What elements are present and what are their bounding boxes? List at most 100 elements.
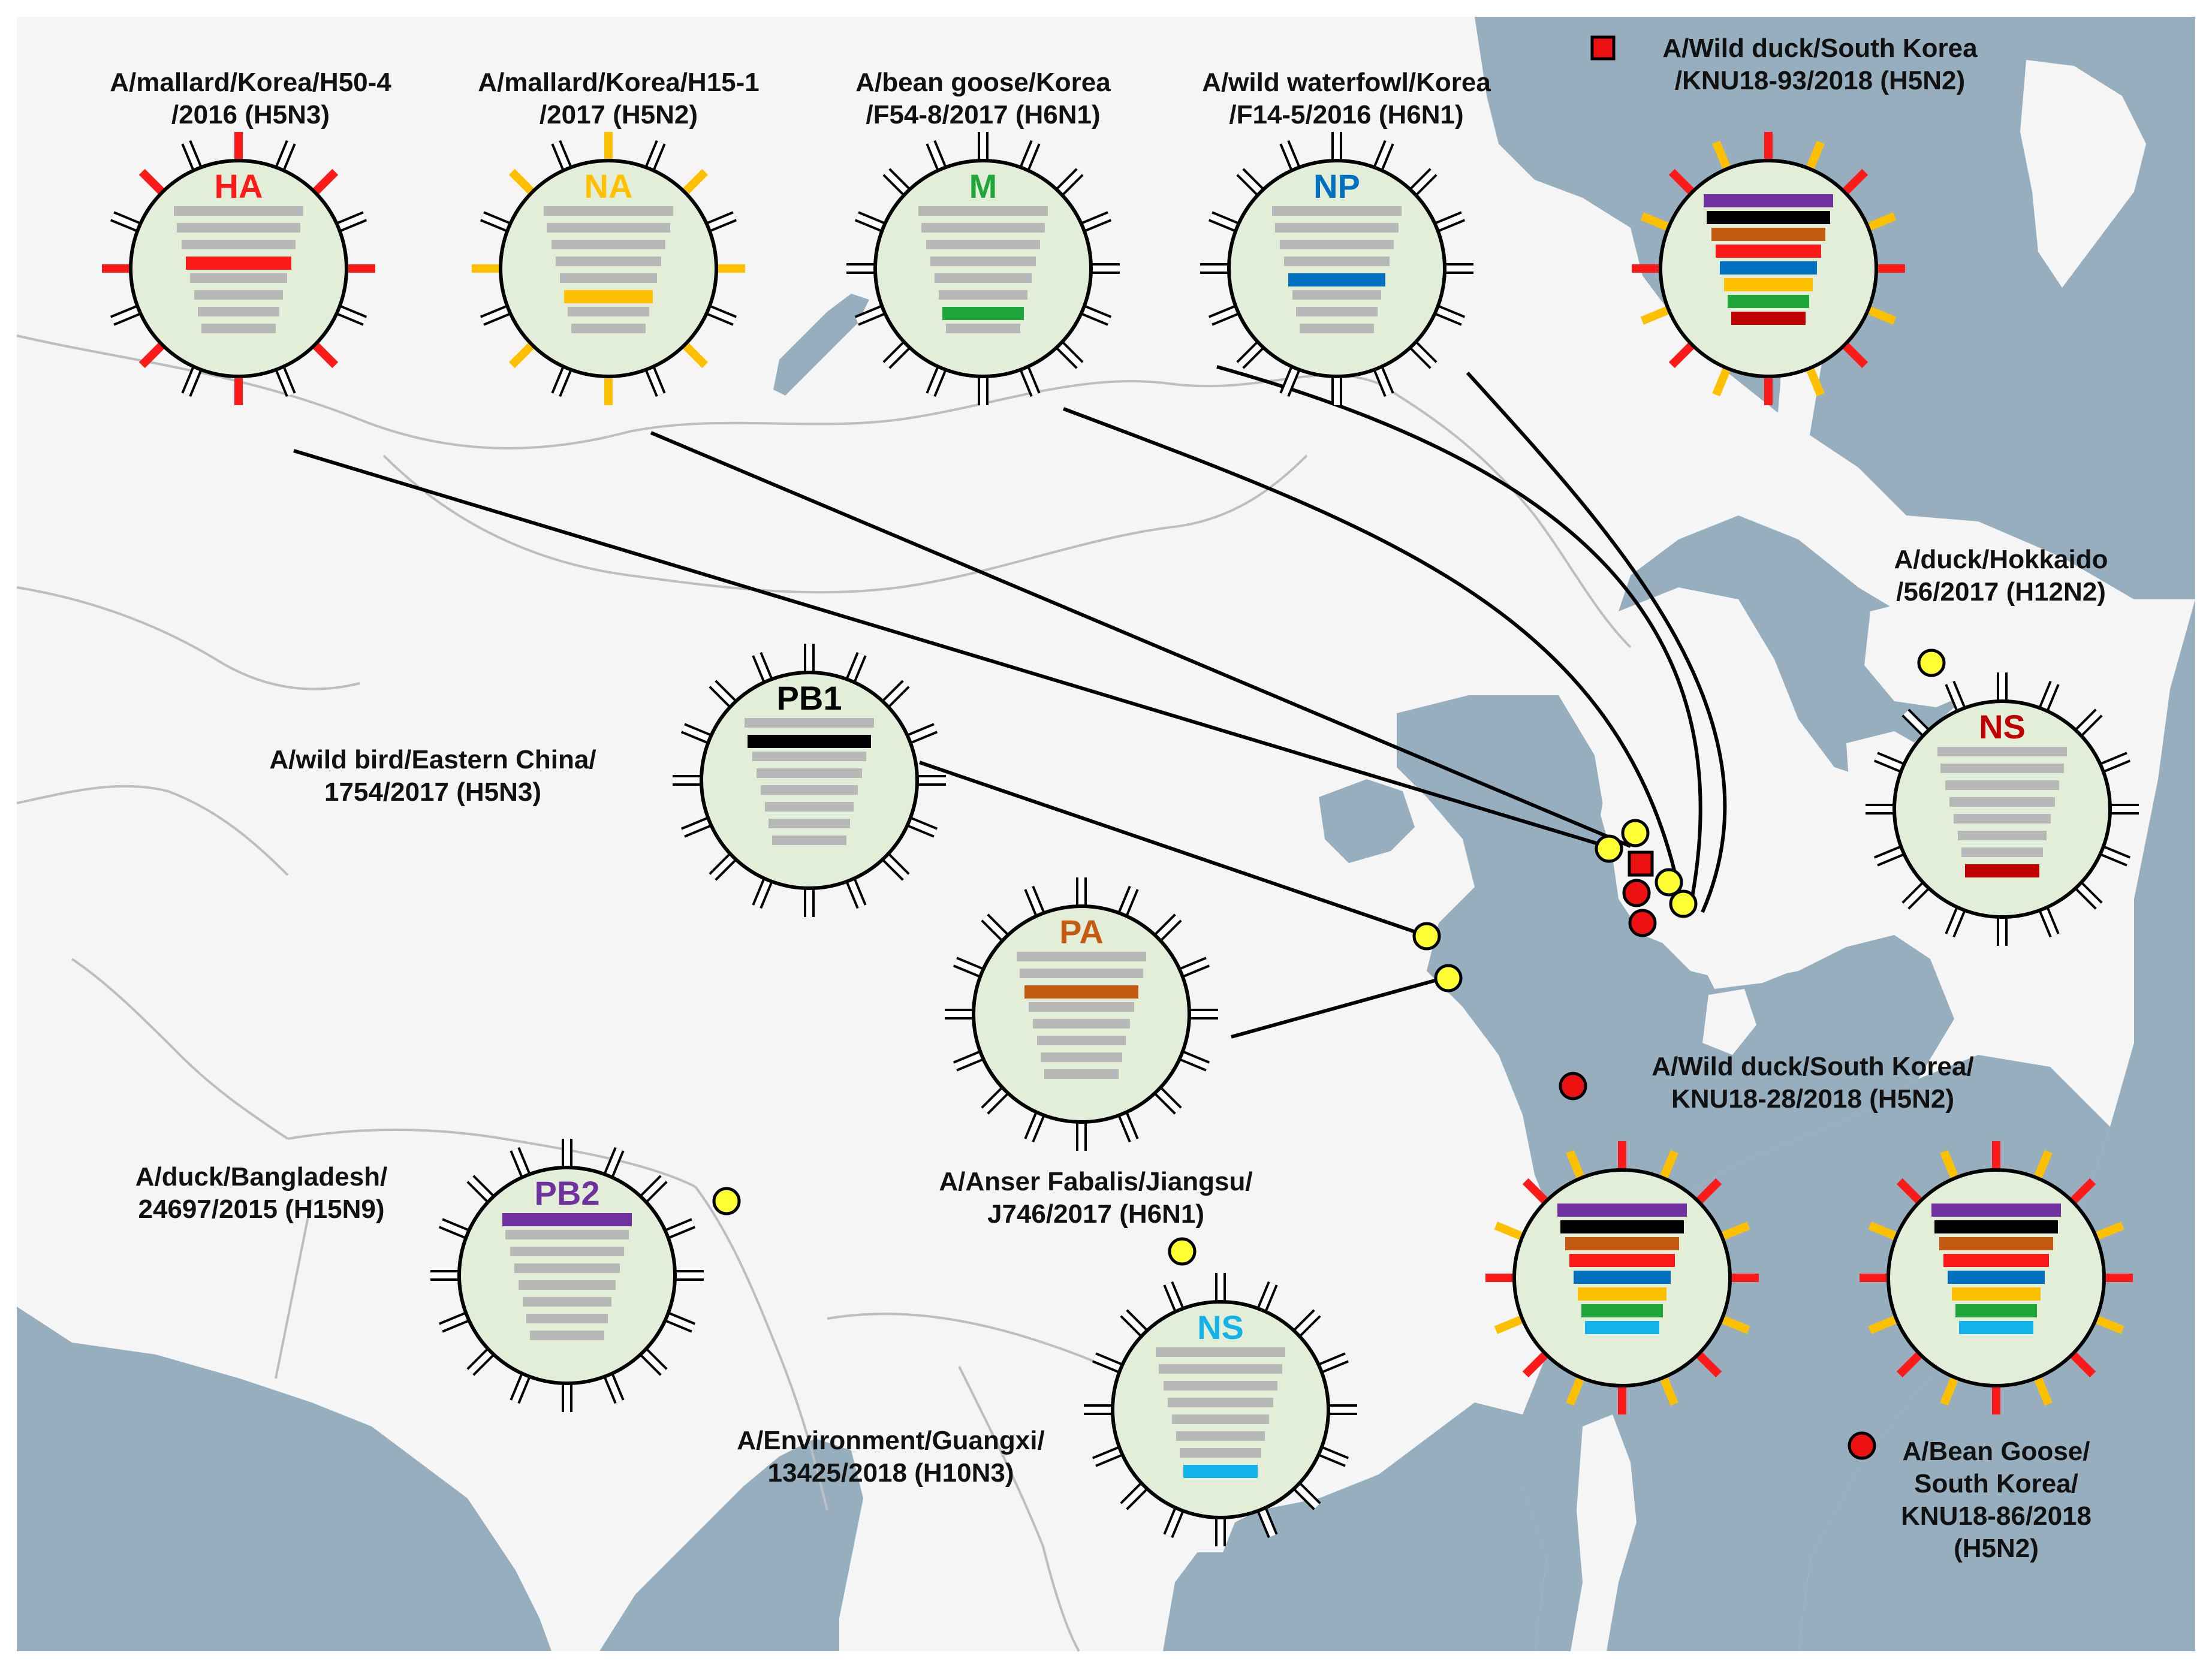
segment-bar-ns: [946, 324, 1020, 333]
spike: [508, 340, 537, 369]
virion-knu93: [1632, 132, 1905, 405]
segment-bar-ha: [1029, 1002, 1134, 1012]
spike: [1316, 1355, 1348, 1373]
spike: [1258, 1282, 1276, 1314]
spike: [1409, 170, 1436, 197]
dot-guangxi: [1168, 1237, 1197, 1266]
strain-label-na: A/mallard/Korea/H15-1/2017 (H5N2): [478, 68, 760, 129]
spike: [1693, 1178, 1722, 1206]
spike: [1494, 1314, 1527, 1334]
segment-bar-na: [564, 290, 653, 303]
segment-bar-pb2: [1704, 194, 1833, 207]
sea-japan-yellow: [1619, 515, 1978, 779]
spike: [1940, 1373, 1960, 1406]
spike: [646, 141, 664, 173]
strain-label-line: /F54-8/2017 (H6N1): [866, 100, 1100, 129]
segment-bar-m: [1180, 1448, 1261, 1458]
segment-label: NA: [584, 167, 633, 205]
segment-bar-pb1: [1940, 764, 2064, 773]
spike: [111, 306, 143, 324]
strain-label-pb1: A/wild bird/Eastern China/1754/2017 (H5N…: [269, 745, 596, 807]
segment-bar-pb1: [1159, 1364, 1282, 1374]
dot-hokkaido: [1917, 649, 1946, 677]
strain-label-knu86: A/Bean Goose/South Korea/KNU18-86/2018(H…: [1901, 1437, 2092, 1563]
spike: [881, 681, 908, 708]
segment-bar-pa: [926, 240, 1040, 249]
segment-bar-ns: [1965, 864, 2039, 877]
segment-bar-m: [1581, 1304, 1663, 1317]
strain-label-pb2: A/duck/Bangladesh/24697/2015 (H15N9): [135, 1162, 388, 1224]
dot-korea-3: [1655, 868, 1683, 897]
spike: [2039, 905, 2057, 937]
spike: [1864, 304, 1897, 325]
strain-label-line: 1754/2017 (H5N3): [324, 777, 541, 807]
spike: [639, 1347, 666, 1374]
segment-bar-ns: [1959, 1321, 2033, 1334]
spike: [1153, 1086, 1180, 1113]
spike: [334, 213, 366, 231]
spike: [710, 681, 737, 708]
line-np: [1216, 365, 1702, 907]
dot-bangladesh: [712, 1187, 741, 1215]
segment-bar-na: [1952, 1287, 2041, 1301]
strain-label-line: A/bean goose/Korea: [855, 68, 1111, 97]
sea-yellow: [1397, 695, 1954, 1271]
segment-bar-pb1: [177, 223, 300, 233]
strain-label-hokkaido: A/duck/Hokkaido/56/2017 (H12N2): [1894, 545, 2108, 607]
spike: [1258, 1506, 1276, 1537]
spike: [1079, 213, 1111, 231]
segment-bar-np: [1033, 1019, 1130, 1028]
strain-label-line: KNU18-86/2018: [1901, 1501, 2092, 1531]
spike: [1896, 1178, 1925, 1206]
segment-bar-na: [523, 1297, 611, 1307]
border-mongolia: [382, 454, 1308, 594]
border-central-asia: [16, 785, 289, 876]
spike: [1079, 306, 1111, 324]
spike: [2032, 1373, 2053, 1406]
sea-bengal-east: [599, 1438, 863, 1651]
spike: [1947, 905, 1965, 937]
strain-label-line: A/Wild duck/South Korea/: [1652, 1052, 1973, 1081]
spike: [2032, 1150, 2053, 1183]
spike: [512, 1148, 530, 1180]
spike: [1020, 141, 1038, 173]
segment-bar-np: [1574, 1271, 1671, 1284]
segment-bar-np: [560, 273, 657, 283]
spike: [1238, 170, 1265, 197]
segment-bar-ns: [1183, 1465, 1258, 1478]
strain-label-line: 24697/2015 (H15N9): [138, 1195, 385, 1224]
location-dots: [712, 649, 1946, 1266]
segment-bar-pb2: [544, 206, 673, 216]
segment-bar-m: [198, 307, 279, 316]
strain-label-np: A/wild waterfowl/Korea/F14-5/2016 (H6N1): [1202, 68, 1491, 129]
spike: [604, 1148, 622, 1180]
spike: [846, 653, 864, 684]
spike: [1209, 213, 1241, 231]
strain-label-line: South Korea/: [1914, 1469, 2078, 1498]
spike: [1282, 364, 1300, 396]
spike: [2068, 1349, 2096, 1378]
spike: [1374, 141, 1392, 173]
segment-bar-pa: [1945, 780, 2059, 790]
spike: [2074, 710, 2101, 737]
spike: [1292, 1311, 1319, 1338]
spike: [1020, 364, 1038, 396]
strain-label-ha: A/mallard/Korea/H50-4/2016 (H5N3): [110, 68, 391, 129]
spike: [1875, 846, 1906, 864]
strain-label-line: J746/2017 (H6N1): [987, 1199, 1204, 1229]
spike: [1122, 1311, 1149, 1338]
spike: [680, 340, 709, 369]
segment-bar-pa: [510, 1247, 624, 1256]
strain-label-line: A/Anser Fabalis/Jiangsu/: [939, 1167, 1252, 1196]
segment-bar-pa: [1565, 1237, 1679, 1250]
strain-label-line: (H5N2): [1954, 1534, 2039, 1563]
sea-bengal: [17, 1307, 552, 1651]
segment-bar-pb1: [1275, 223, 1399, 233]
border-himalaya: [287, 1129, 696, 1188]
segment-bar-np: [519, 1280, 616, 1290]
dot-korea-red-1: [1622, 879, 1651, 907]
virion-knu86: [1860, 1141, 2133, 1414]
segment-bar-pa: [1711, 228, 1825, 241]
